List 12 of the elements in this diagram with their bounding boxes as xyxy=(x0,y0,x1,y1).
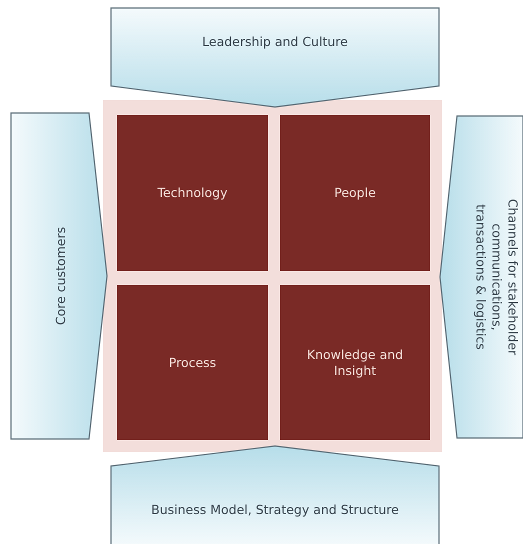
quadrant-box xyxy=(117,285,268,440)
quadrant-box xyxy=(280,115,430,271)
node-label: Core customers xyxy=(53,226,69,328)
node-label: Knowledge and Insight xyxy=(306,346,404,378)
node-label: People xyxy=(333,185,377,201)
quadrant-box xyxy=(117,115,268,271)
node-label: Channels for stakeholder communications, transactions & logistics xyxy=(472,198,520,358)
node-label: Process xyxy=(168,354,218,370)
node-label: Business Model, Strategy and Structure xyxy=(150,502,400,518)
node-label: Leadership and Culture xyxy=(201,34,349,50)
node-label: Technology xyxy=(156,185,229,201)
quadrant-box xyxy=(280,285,430,440)
